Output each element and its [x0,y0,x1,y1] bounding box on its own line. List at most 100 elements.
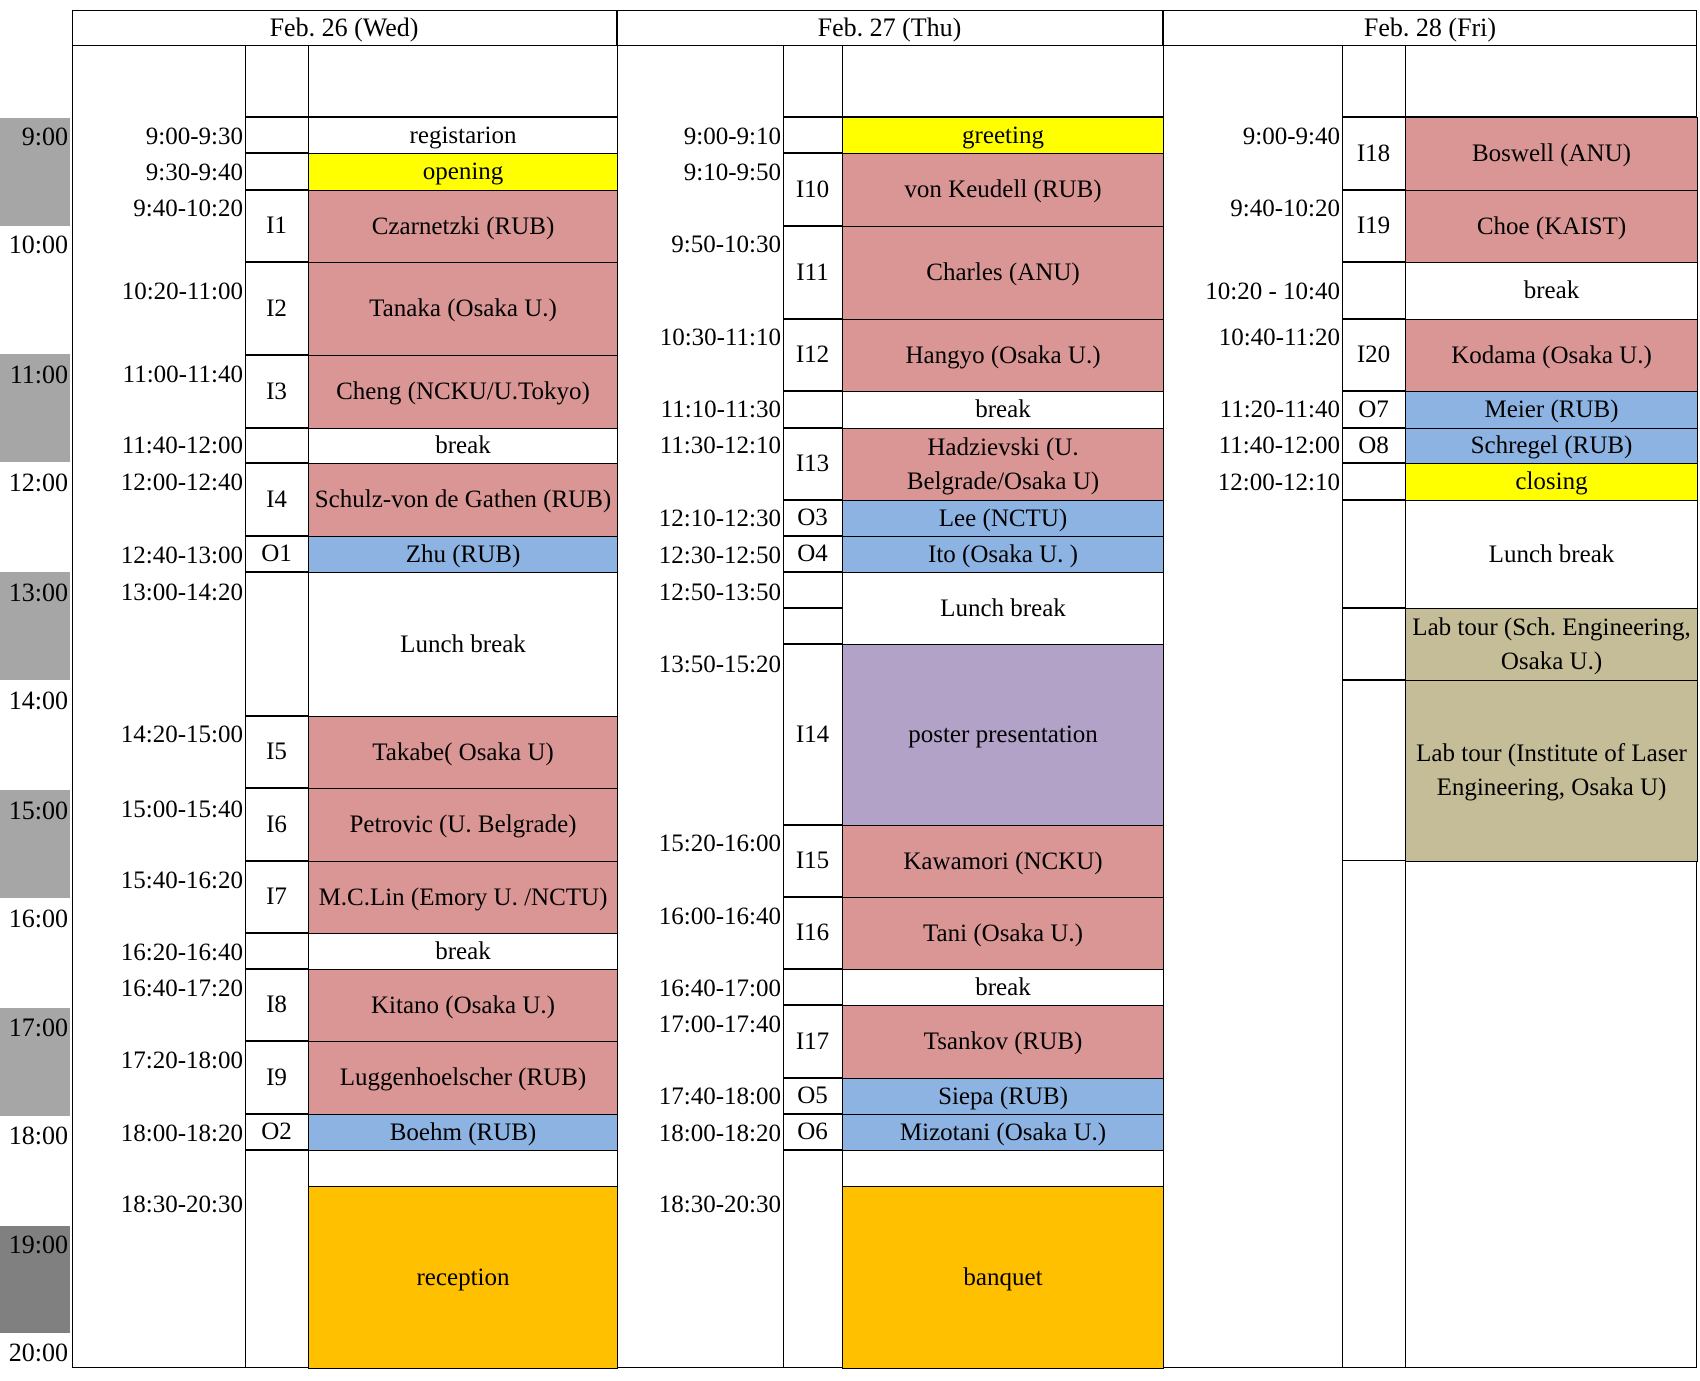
code-cell [783,1186,842,1368]
session-plain: Lunch break [842,572,1164,645]
code-cell [245,1186,308,1368]
time-label: 14:20-15:00 [120,721,243,748]
time-label: 18:30-20:30 [120,1191,243,1218]
session-code: O6 [783,1114,842,1150]
session-invited: Charles (ANU) [842,226,1164,320]
session-code: I12 [783,319,842,391]
session-code: I10 [783,153,842,226]
session-oral: Meier (RUB) [1405,391,1698,429]
hour-label: 18:00 [8,1121,68,1150]
time-label: 17:20-18:00 [120,1047,243,1074]
hour-label: 13:00 [8,578,68,607]
session-code: I4 [245,463,308,536]
session-code: O5 [783,1078,842,1114]
session-invited: von Keudell (RUB) [842,153,1164,227]
hour-label: 19:00 [8,1230,68,1259]
time-label: 15:00-15:40 [120,796,243,823]
session-code: O8 [1342,428,1405,463]
session-ceremony: opening [308,153,618,191]
code-cell [1342,608,1405,680]
time-label: 11:40-12:00 [121,432,243,459]
session-plain: Lunch break [1405,500,1698,609]
hour-label: 11:00 [9,360,68,389]
session-invited: Tanaka (Osaka U.) [308,262,618,356]
empty-slot [308,1150,618,1187]
code-column-top [245,45,617,117]
time-label: 15:20-16:00 [658,830,781,857]
hour-label: 10:00 [8,230,68,259]
session-invited: M.C.Lin (Emory U. /NCTU) [308,861,618,934]
session-oral: Lee (NCTU) [842,500,1164,537]
time-label: 18:30-20:30 [658,1191,781,1218]
session-invited: Kitano (Osaka U.) [308,969,618,1042]
time-label: 16:40-17:00 [658,975,781,1002]
column-divider [245,45,246,1368]
code-cell [783,608,842,644]
hour-band [0,572,70,680]
time-label: 15:40-16:20 [120,867,243,894]
code-cell [783,1150,842,1186]
session-invited: Cheng (NCKU/U.Tokyo) [308,355,618,429]
session-plain: break [842,969,1164,1006]
session-oral: Boehm (RUB) [308,1114,618,1151]
session-invited: Tani (Osaka U.) [842,897,1164,970]
session-invited: Choe (KAIST) [1405,190,1698,263]
column-divider [1342,45,1343,1368]
session-code: O1 [245,536,308,572]
time-label: 11:00-11:40 [122,361,243,388]
session-invited: Boswell (ANU) [1405,117,1698,191]
session-code: I13 [783,428,842,500]
time-label: 13:50-15:20 [658,651,781,678]
session-code: I2 [245,262,308,355]
time-label: 10:20 - 10:40 [1205,278,1340,305]
code-cell [1342,463,1405,500]
time-label: 12:40-13:00 [120,542,243,569]
hour-band [0,354,70,462]
time-label: 10:40-11:20 [1218,324,1340,351]
code-cell [783,117,842,153]
session-invited: Takabe( Osaka U) [308,716,618,789]
session-code: I7 [245,861,308,933]
time-label: 11:20-11:40 [1219,396,1340,423]
time-label: 10:20-11:00 [121,278,243,305]
time-label: 16:00-16:40 [658,903,781,930]
session-plain: break [842,391,1164,429]
session-invited: Kawamori (NCKU) [842,825,1164,898]
time-label: 12:00-12:10 [1217,469,1340,496]
session-plain: break [1405,262,1698,320]
time-label: 12:00-12:40 [120,469,243,496]
hour-band [0,118,70,226]
session-labtour: Lab tour (Institute of Laser Engineering… [1405,680,1698,862]
code-cell [245,1150,308,1186]
session-code: O4 [783,536,842,572]
time-label: 11:40-12:00 [1218,432,1340,459]
session-social: reception [308,1186,618,1369]
time-label: 9:00-9:10 [683,123,781,150]
code-cell [245,572,308,716]
session-code: I3 [245,355,308,428]
session-ceremony: closing [1405,463,1698,501]
time-label: 9:50-10:30 [671,231,781,258]
time-label: 12:10-12:30 [658,505,781,532]
time-label: 11:30-12:10 [659,432,781,459]
time-label: 10:30-11:10 [659,324,781,351]
time-label: 12:30-12:50 [658,542,781,569]
session-invited: Petrovic (U. Belgrade) [308,788,618,862]
header-divider [72,45,1697,46]
time-label: 17:40-18:00 [658,1083,781,1110]
session-invited: Hangyo (Osaka U.) [842,319,1164,392]
day-header: Feb. 26 (Wed) [72,10,617,45]
code-cell [245,153,308,190]
time-label: 11:10-11:30 [660,396,781,423]
code-cell [245,933,308,969]
session-code: I20 [1342,319,1405,391]
session-oral: Schregel (RUB) [1405,428,1698,464]
hour-label: 9:00 [21,122,68,151]
time-label: 12:50-13:50 [658,579,781,606]
session-code: I18 [1342,117,1405,190]
session-code: I15 [783,825,842,897]
session-code: O7 [1342,391,1405,428]
hour-band [0,1226,70,1333]
time-label: 16:20-16:40 [120,939,243,966]
